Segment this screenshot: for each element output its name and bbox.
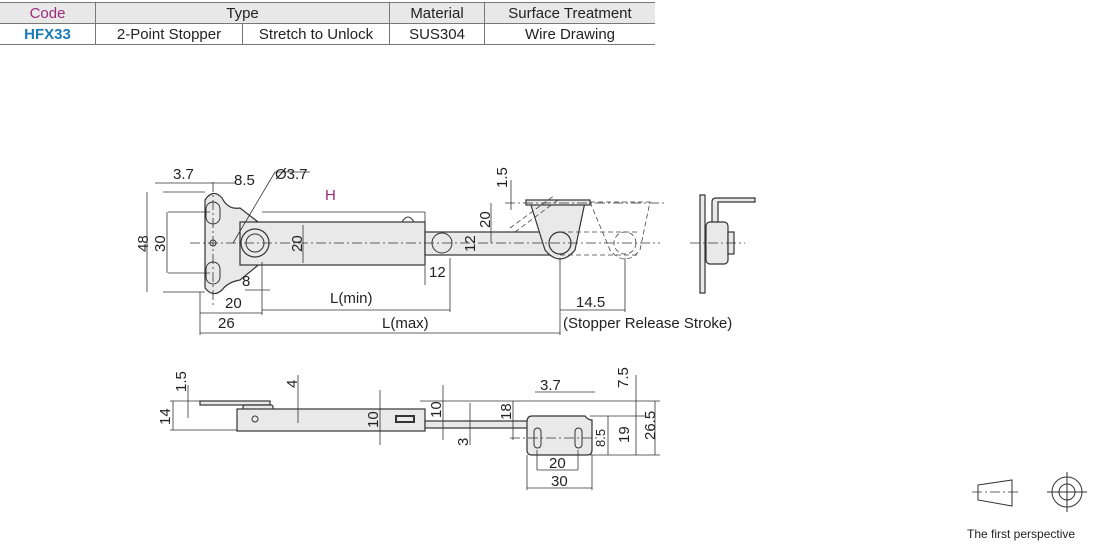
side-plate [699, 194, 706, 294]
dim-l-max: L(max) [382, 315, 429, 332]
side-dim-30: 30 [551, 473, 568, 490]
side-dimension-lines [170, 375, 660, 490]
side-dim-7-5: 7.5 [615, 367, 632, 388]
side-dim-4: 4 [284, 380, 301, 388]
stay-rod [424, 231, 561, 256]
cell-surface: Wire Drawing [484, 23, 655, 45]
side-dim-26-5: 26.5 [642, 411, 659, 440]
dim-20-body: 20 [289, 235, 306, 252]
header-type: Type [95, 2, 390, 24]
side-view: 1.5 14 4 10 10 18 3 3.7 7.5 8.5 19 26.5 … [157, 367, 660, 490]
header-material: Material [389, 2, 485, 24]
first-angle-projection-symbol: The first perspective [967, 472, 1087, 541]
side-dim-10b: 10 [428, 401, 445, 418]
dim-20-base: 20 [225, 295, 242, 312]
dim-hole-diameter: Ø3.7 [275, 166, 308, 183]
dim-12-end: 12 [429, 264, 446, 281]
release-tab [401, 216, 415, 223]
dim-stopper-release-stroke: (Stopper Release Stroke) [563, 315, 732, 332]
spec-table-header: Code Type Material Surface Treatment [0, 2, 655, 24]
projection-label: The first perspective [967, 527, 1075, 541]
side-dim-3-7: 3.7 [540, 377, 561, 394]
side-dim-10a: 10 [365, 411, 382, 428]
side-dim-8-5: 8.5 [593, 429, 608, 447]
side-bracket [711, 197, 756, 225]
ghost-bracket [589, 201, 651, 260]
top-dimension-lines [146, 171, 626, 335]
dim-14-5: 14.5 [576, 294, 605, 311]
side-release-button [395, 415, 415, 423]
dim-8: 8 [242, 273, 250, 290]
side-dim-19: 19 [616, 426, 633, 443]
dim-48: 48 [135, 235, 152, 252]
dim-12-rod: 12 [462, 235, 479, 252]
dim-30: 30 [152, 235, 169, 252]
spec-table-row: HFX33 2-Point Stopper Stretch to Unlock … [0, 23, 655, 45]
dim-3-7: 3.7 [173, 166, 194, 183]
dim-8-5: 8.5 [234, 172, 255, 189]
side-mount-plate [199, 400, 271, 406]
ghost-line [514, 199, 559, 233]
header-surface: Surface Treatment [484, 2, 655, 24]
side-stay-body [236, 408, 426, 432]
projection-frustum-icon [977, 479, 1013, 507]
header-code: Code [0, 2, 96, 24]
side-pivot-hole [251, 415, 259, 423]
cell-code: HFX33 [0, 23, 96, 45]
stay-body [239, 221, 426, 266]
spec-table: Code Type Material Surface Treatment HFX… [0, 2, 655, 45]
cell-material: SUS304 [389, 23, 485, 45]
dim-20-bracket: 20 [477, 211, 494, 228]
dim-26: 26 [218, 315, 235, 332]
side-end-bracket [526, 415, 593, 456]
dim-l-min: L(min) [330, 290, 373, 307]
side-dim-20: 20 [549, 455, 566, 472]
dim-1-5: 1.5 [494, 167, 511, 188]
top-view: 3.7 8.5 Ø3.7 H 48 30 20 12 20 1.5 8 12 2… [135, 166, 756, 335]
side-dim-14: 14 [157, 408, 174, 425]
ghost-line [509, 194, 556, 229]
dim-h: H [325, 187, 336, 204]
cell-type-1: 2-Point Stopper [95, 23, 243, 45]
side-dim-18: 18 [498, 403, 515, 420]
bracket-plate [525, 199, 591, 206]
side-dim-1-5: 1.5 [173, 371, 190, 392]
side-dim-3: 3 [455, 438, 472, 446]
side-stay-rod [424, 420, 531, 429]
cell-type-2: Stretch to Unlock [242, 23, 390, 45]
